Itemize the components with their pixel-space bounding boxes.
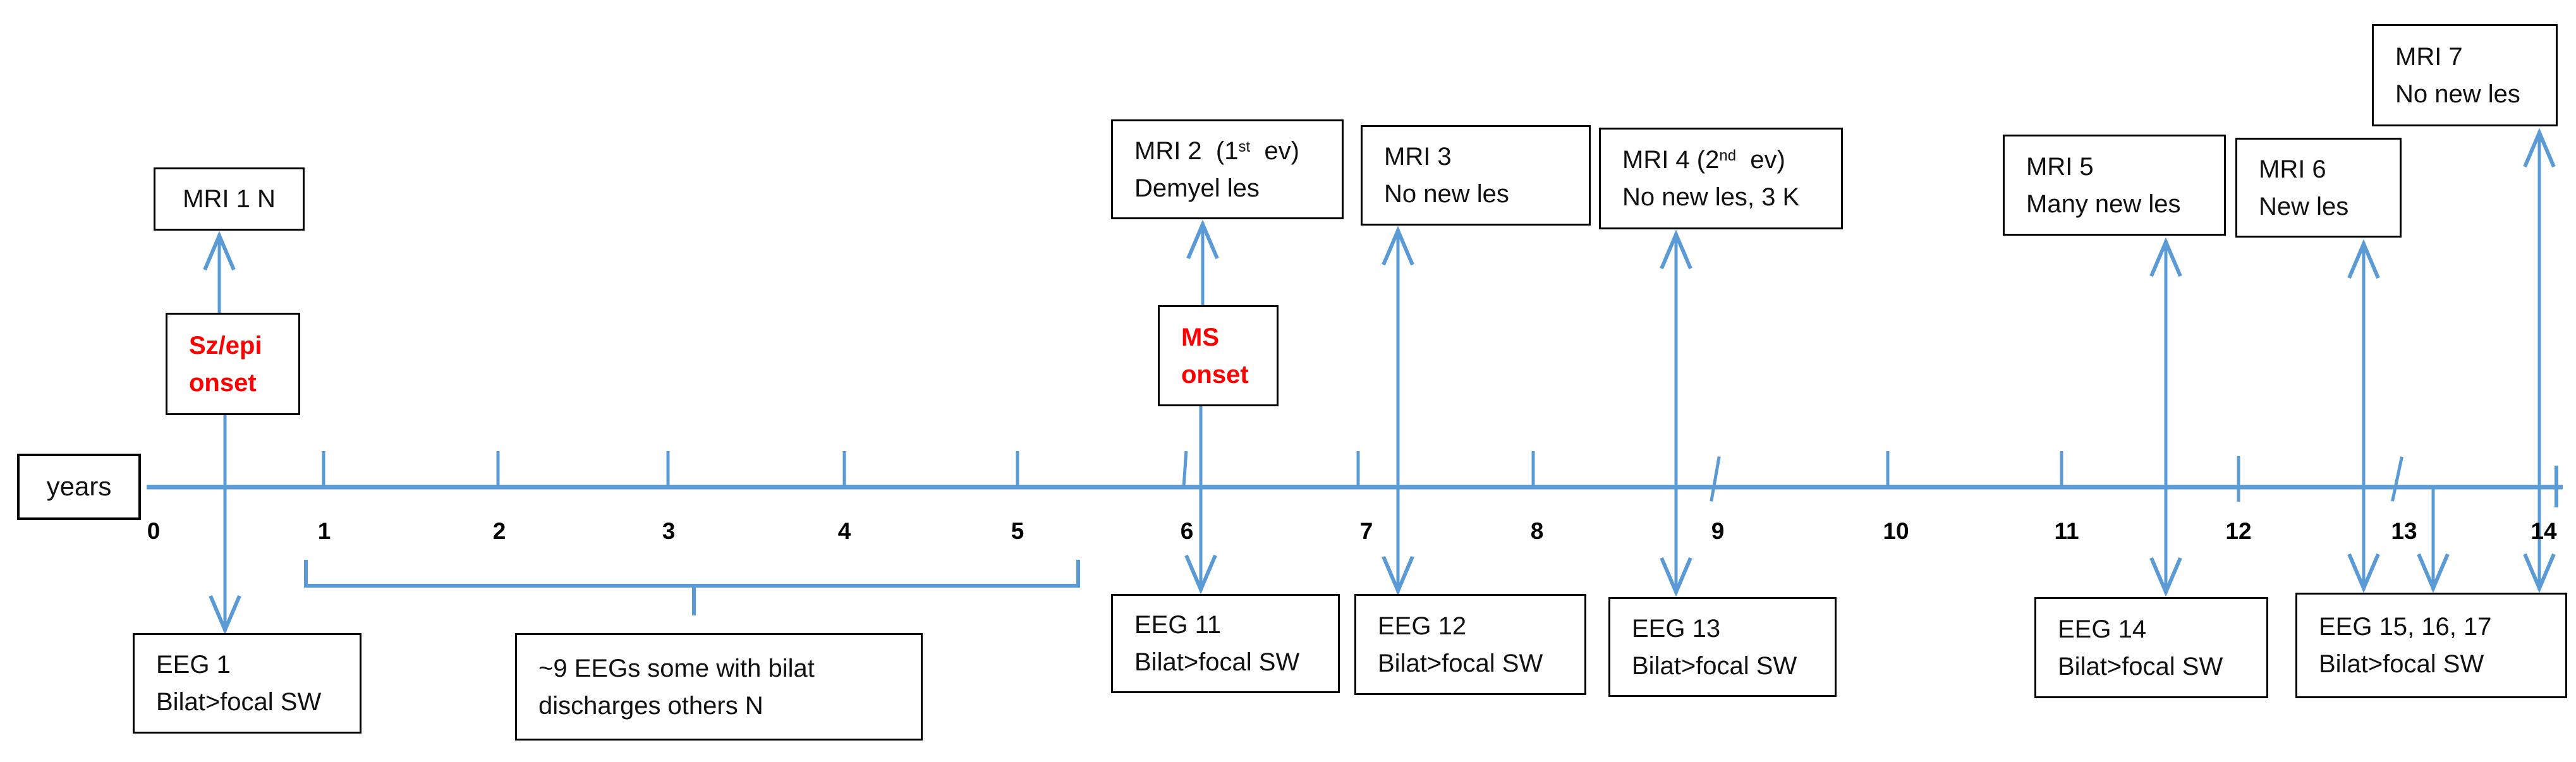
year-label-5: 5 — [1011, 518, 1024, 544]
event-box-mri5-line2: Many new les — [2026, 190, 2181, 218]
event-box-mri3-line2: No new les — [1384, 180, 1509, 208]
event-box-eeg1-line1: EEG 1 — [156, 651, 231, 679]
event-box-mri6: MRI 6 New les — [2235, 138, 2402, 238]
event-box-eeg12-line2: Bilat>focal SW — [1378, 649, 1543, 677]
event-box-mri7: MRI 7 No new les — [2372, 24, 2558, 126]
event-box-mri3: MRI 3 No new les — [1361, 125, 1591, 226]
event-box-mri7-line1: MRI 7 — [2395, 42, 2463, 71]
onset-box-seizure-line1: Sz/epi — [189, 331, 262, 360]
event-box-mri5-line1: MRI 5 — [2026, 152, 2094, 181]
ordinal-superscript: nd — [1719, 147, 1737, 164]
onset-box-seizure: Sz/epi onset — [166, 313, 300, 415]
event-box-eeg13-line2: Bilat>focal SW — [1632, 651, 1797, 680]
arrow-mri7-eeg15-head-down — [2523, 553, 2556, 593]
arrow-mri6-eeg15-head-up — [2347, 239, 2380, 279]
axis-unit-box: years — [17, 454, 141, 520]
event-box-mri4-line2: No new les, 3 K — [1622, 183, 1800, 211]
event-box-eeg11: EEG 11 Bilat>focal SW — [1111, 594, 1340, 693]
tick-year-9 — [1710, 456, 1721, 502]
event-box-eeg15-16-17-line2: Bilat>focal SW — [2319, 650, 2484, 678]
arrow-mri7-eeg15-head-up — [2523, 128, 2556, 168]
arrow-mri3-eeg12-head-up — [1382, 226, 1414, 266]
arrow-mri4-eeg13-head-up — [1660, 229, 1692, 270]
ordinal-superscript: st — [1238, 138, 1251, 155]
event-box-mri2: MRI 2 (1st ev) Demyel les — [1111, 119, 1344, 219]
year-label-14: 14 — [2530, 518, 2557, 544]
tick-year-13 — [2391, 456, 2403, 502]
event-box-eeg14: EEG 14 Bilat>focal SW — [2034, 597, 2268, 698]
event-box-eeg15-16-17-line1: EEG 15, 16, 17 — [2319, 613, 2492, 641]
event-box-eeg14-line2: Bilat>focal SW — [2058, 652, 2223, 680]
arrow-mri4-eeg13-head-down — [1660, 557, 1692, 597]
event-box-eeg-series-line1: ~9 EEGs some with bilat — [538, 654, 815, 682]
year-label-13: 13 — [2391, 518, 2417, 544]
event-box-eeg14-line1: EEG 14 — [2058, 615, 2147, 643]
event-box-mri5: MRI 5 Many new les — [2003, 135, 2226, 236]
event-box-mri6-line1: MRI 6 — [2259, 155, 2326, 183]
year-label-9: 9 — [1711, 518, 1725, 544]
axis-unit-label: years — [46, 471, 112, 502]
event-box-eeg1: EEG 1 Bilat>focal SW — [133, 633, 361, 734]
event-box-eeg13-line1: EEG 13 — [1632, 614, 1721, 643]
year-label-12: 12 — [2225, 518, 2252, 544]
onset-box-ms-line2: onset — [1181, 360, 1249, 389]
arrow-mri3-eeg12-head-down — [1382, 555, 1414, 596]
event-box-eeg15-16-17: EEG 15, 16, 17 Bilat>focal SW — [2295, 593, 2567, 698]
event-box-mri2-line2: Demyel les — [1134, 174, 1260, 202]
event-box-eeg13: EEG 13 Bilat>focal SW — [1608, 597, 1837, 697]
onset-box-ms: MS onset — [1158, 305, 1279, 406]
arrow-ms-to-eeg11-head-down — [1184, 554, 1217, 595]
event-box-mri1-text: MRI 1 N — [183, 185, 276, 213]
event-box-eeg12: EEG 12 Bilat>focal SW — [1354, 594, 1586, 695]
year-label-0: 0 — [147, 518, 161, 544]
year-label-2: 2 — [492, 518, 506, 544]
arrow-szepi-to-eeg1-head-down — [209, 595, 241, 635]
year-label-7: 7 — [1359, 518, 1373, 544]
tick-year-6 — [1182, 451, 1188, 487]
onset-box-ms-line1: MS — [1181, 323, 1219, 351]
year-label-3: 3 — [662, 518, 676, 544]
event-box-eeg-series: ~9 EEGs some with bilat discharges other… — [515, 633, 923, 741]
year-label-4: 4 — [837, 518, 851, 544]
year-label-11: 11 — [2054, 518, 2079, 544]
arrow-szepi-to-mri1-head-up — [203, 231, 236, 271]
event-box-mri1: MRI 1 N — [154, 167, 305, 231]
arrow-mri5-eeg14-head-up — [2149, 237, 2182, 277]
event-box-mri6-line2: New les — [2259, 192, 2349, 221]
event-box-mri4-line1: MRI 4 (2nd ev) — [1622, 146, 1785, 174]
event-box-eeg-series-line2: discharges others N — [538, 691, 763, 720]
year-label-8: 8 — [1530, 518, 1544, 544]
arrow-mri6-eeg15-head-down — [2347, 553, 2380, 593]
event-box-mri7-line2: No new les — [2395, 80, 2520, 108]
onset-box-seizure-line2: onset — [189, 368, 257, 397]
event-box-mri4: MRI 4 (2nd ev) No new les, 3 K — [1599, 128, 1843, 229]
year-label-6: 6 — [1180, 518, 1194, 544]
arrow-axis-eeg15-head-down — [2417, 553, 2450, 593]
event-box-eeg11-line1: EEG 11 — [1134, 611, 1222, 639]
event-box-eeg1-line2: Bilat>focal SW — [156, 688, 322, 716]
arrow-mri5-eeg14-head-down — [2149, 557, 2182, 597]
event-box-mri3-line1: MRI 3 — [1384, 143, 1452, 171]
arrow-ms-to-mri2-head-up — [1186, 219, 1219, 260]
event-box-eeg11-line2: Bilat>focal SW — [1134, 648, 1300, 676]
event-box-eeg12-line1: EEG 12 — [1378, 612, 1467, 640]
event-box-mri2-line1: MRI 2 (1st ev) — [1134, 136, 1299, 165]
year-label-1: 1 — [317, 518, 331, 544]
year-label-10: 10 — [1883, 518, 1909, 544]
eeg-series-bracket — [304, 560, 1080, 588]
